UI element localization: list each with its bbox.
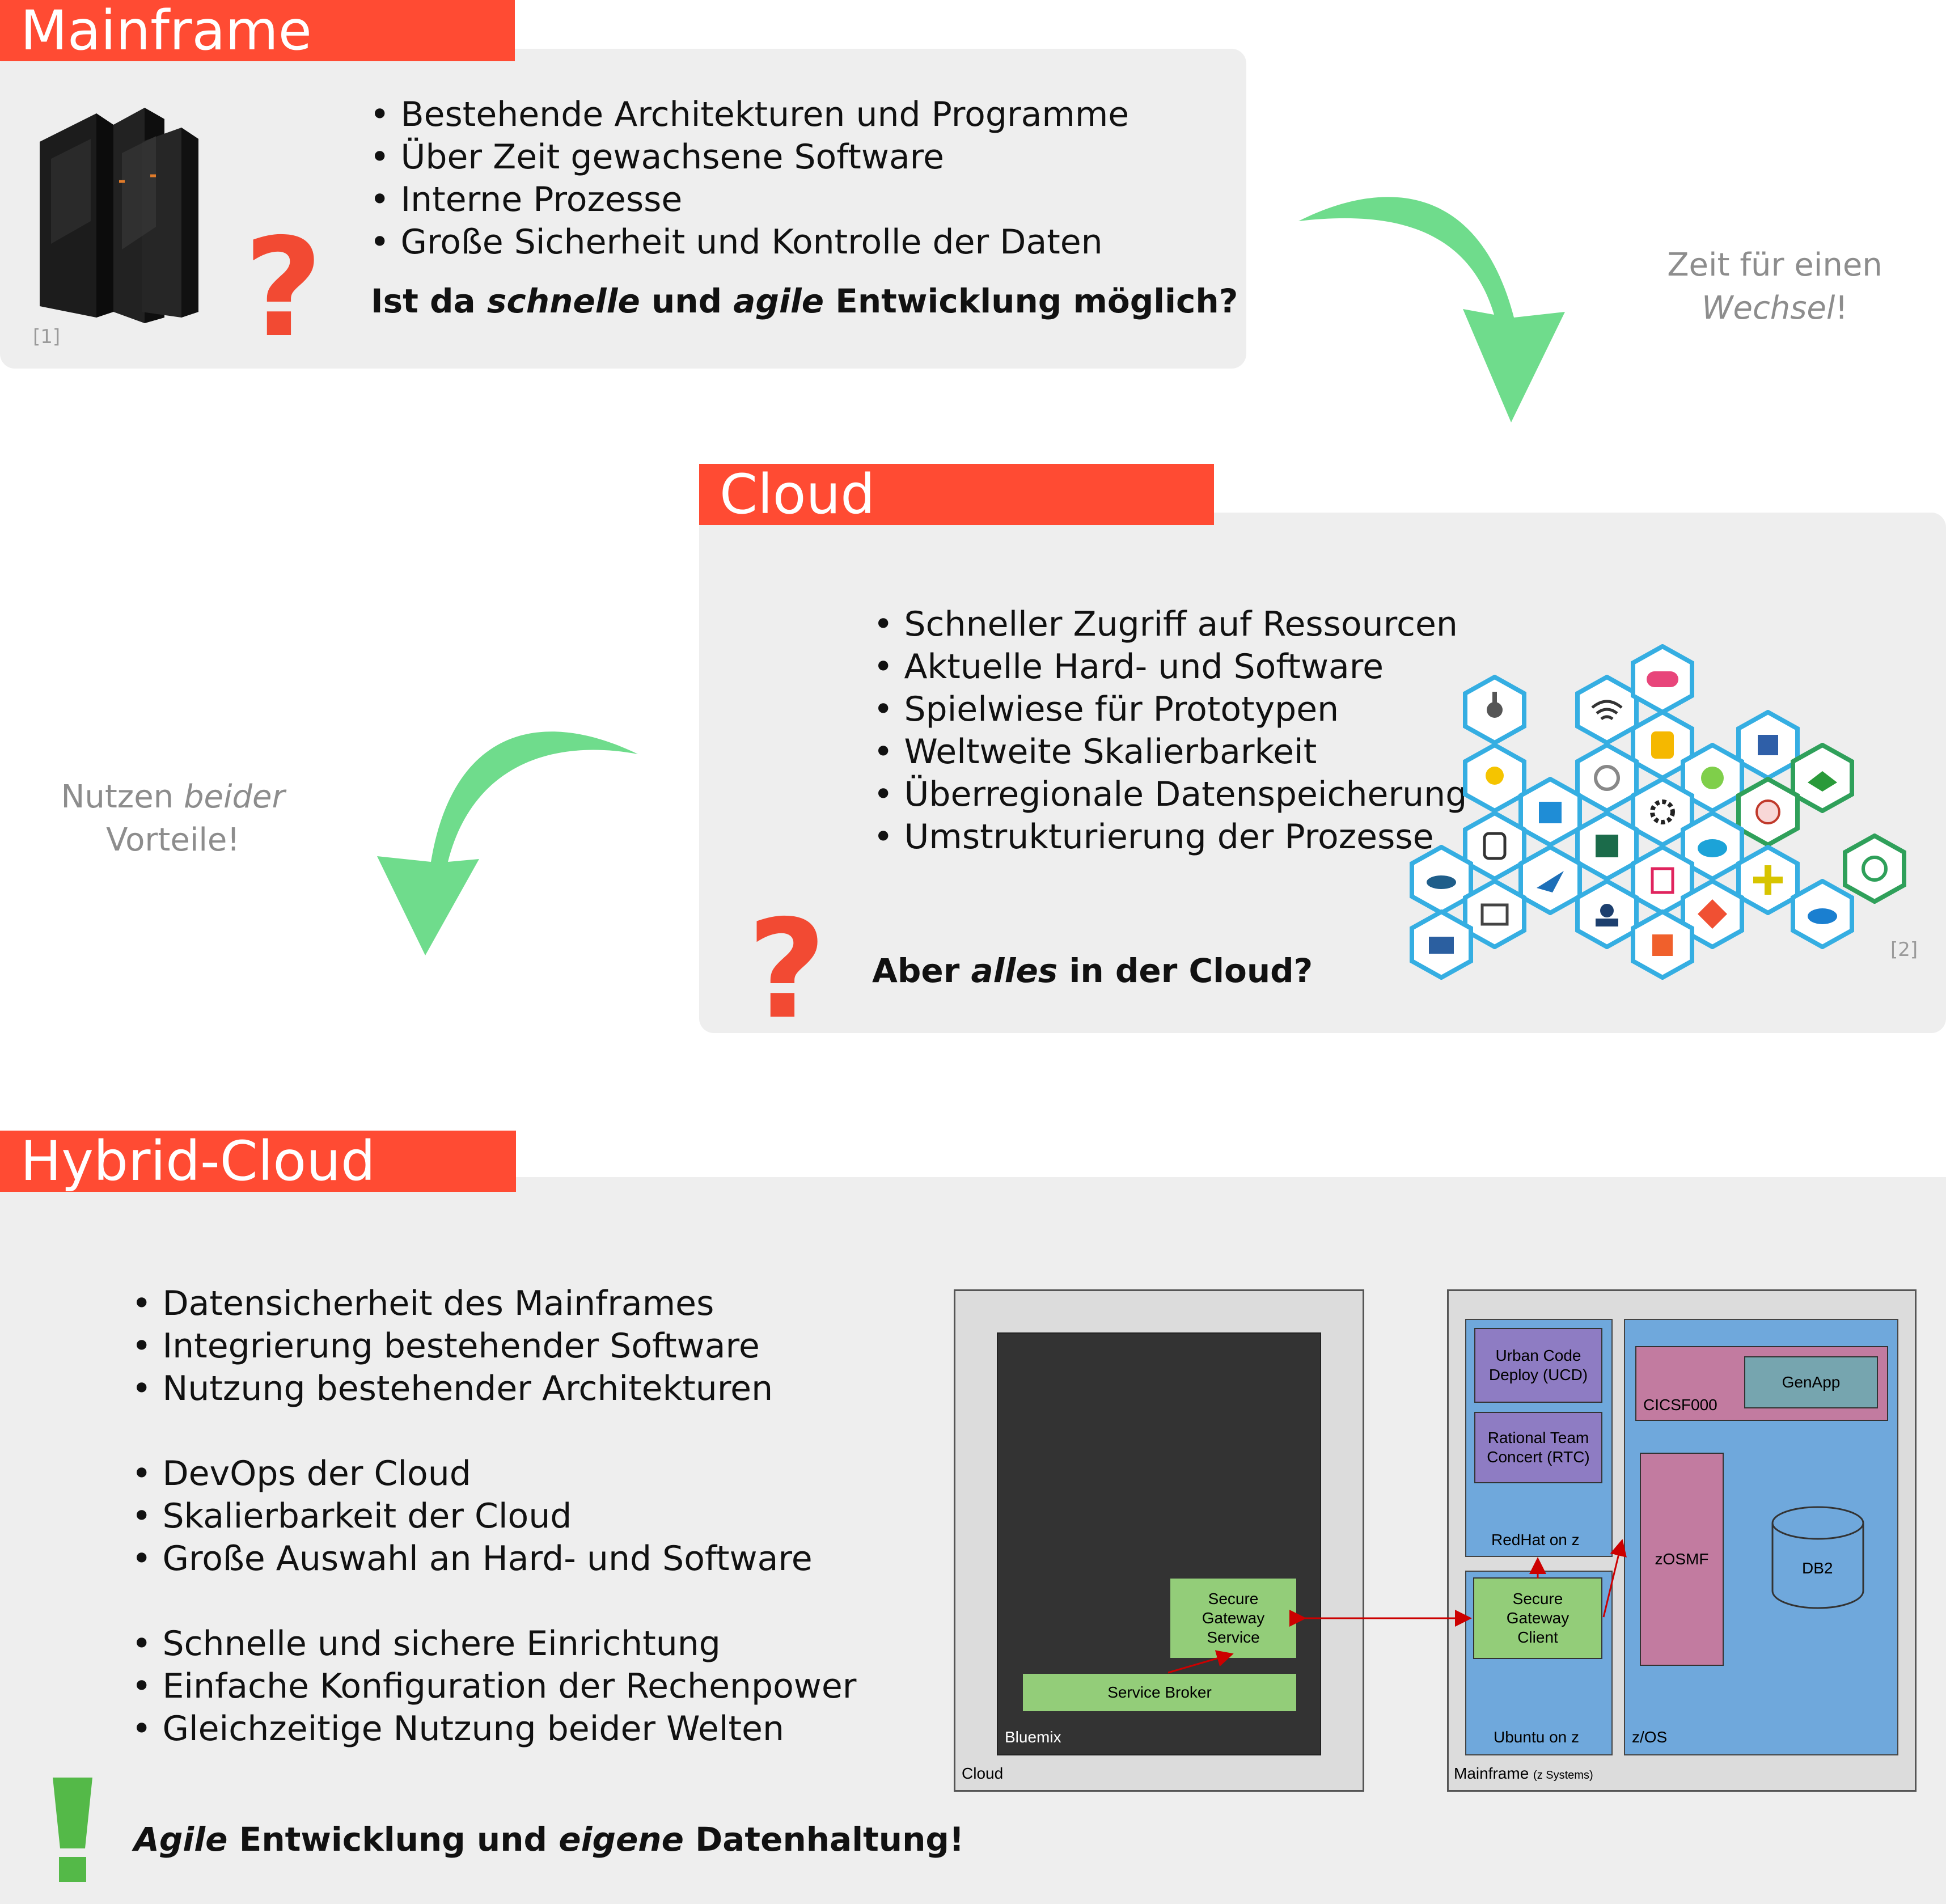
zosmf-box: zOSMF [1640, 1453, 1724, 1666]
cloud-bullet-list: • Schneller Zugriff auf Ressourcen • Akt… [873, 603, 1467, 858]
exclamation-icon [53, 1778, 92, 1882]
question-mark-icon: ? [747, 890, 827, 1049]
secure-gateway-service: Secure Gateway Service [1169, 1577, 1297, 1659]
capsule-icon [1631, 644, 1694, 714]
mainframe-bullet-list: • Bestehende Architekturen und Programme… [370, 94, 1129, 264]
mainframe-bullet: • Über Zeit gewachsene Software [370, 137, 944, 177]
stack-icon [1791, 743, 1854, 813]
hybrid-bullet: • Einfache Konfiguration der Rechenpower [132, 1666, 857, 1706]
cloud-container-label: Cloud [962, 1765, 1004, 1782]
cics-label: CICSF000 [1643, 1396, 1717, 1414]
blocks-icon [1410, 909, 1473, 980]
hybrid-conclusion: Agile Entwicklung und eigene Datenhaltun… [134, 1820, 964, 1859]
client-to-zos-arrow [1602, 1539, 1627, 1618]
hybrid-bullet: • Nutzung bestehender Architekturen [132, 1369, 773, 1408]
image-reference: [2] [1890, 938, 1918, 961]
connector-icon [1736, 845, 1800, 915]
cloud-bullet: • Aktuelle Hard- und Software [873, 647, 1384, 687]
circle-dots-icon [1736, 777, 1800, 847]
zos-label: z/OS [1632, 1728, 1668, 1746]
cloud-bullet: • Spielwiese für Prototypen [873, 689, 1339, 729]
speed-icon [1843, 833, 1906, 904]
cloud-question: Aber alles in der Cloud? [872, 951, 1313, 990]
layers-icon [1631, 909, 1694, 980]
cloud-icon [1681, 811, 1744, 881]
wifi-icon [1575, 675, 1639, 745]
hybrid-bullet-group-1: • Datensicherheit des Mainframes • Integ… [132, 1283, 773, 1410]
curved-arrow-down-left-icon [377, 731, 638, 955]
db2-label: DB2 [1802, 1559, 1833, 1577]
robot-icon [1575, 879, 1639, 949]
curved-arrow-down-right-icon [1298, 197, 1565, 422]
mainframe-bullet: • Bestehende Architekturen und Programme [370, 95, 1129, 134]
cloud-bullet: • Weltweite Skalierbarkeit [873, 732, 1317, 772]
question-mark-icon: ? [244, 209, 323, 367]
transition-caption-change: Zeit für einen Wechsel! [1667, 247, 1882, 327]
cloud-bullet: • Überregionale Datenspeicherung [873, 775, 1467, 814]
plug-icon [1463, 675, 1526, 745]
redhat-label: RedHat on z [1491, 1531, 1580, 1548]
rational-team-concert: Rational Team Concert (RTC) [1474, 1412, 1602, 1483]
hybrid-bullet: • DevOps der Cloud [132, 1454, 471, 1493]
transition-caption-benefits: Nutzen beider Vorteile! [61, 778, 285, 858]
lightbulb-icon [1463, 743, 1526, 813]
mainframe-server-image [40, 108, 198, 323]
service-broker: Service Broker [1022, 1673, 1297, 1712]
ubuntu-label: Ubuntu on z [1494, 1728, 1579, 1746]
db2-cylinder [1771, 1506, 1864, 1609]
cloud-bullet: • Schneller Zugriff auf Ressourcen [873, 604, 1458, 644]
mainframe-bullet: • Große Sicherheit und Kontrolle der Dat… [370, 222, 1103, 262]
hybrid-bullet: • Datensicherheit des Mainframes [132, 1284, 714, 1323]
hybrid-bullet: • Integrierung bestehender Software [132, 1326, 760, 1366]
mainframe-bullet: • Interne Prozesse [370, 180, 683, 219]
hybrid-title: Hybrid-Cloud [0, 1131, 516, 1192]
diagram-connectors [1167, 1539, 1627, 1674]
mainframe-title: Mainframe [0, 0, 515, 61]
cloud-bullet: • Umstrukturierung der Prozesse [873, 817, 1434, 857]
cloud-service-hexagon-cluster [1406, 641, 1917, 980]
wave-icon [1791, 879, 1854, 949]
cube-icon [1575, 811, 1639, 881]
image-reference: [1] [33, 325, 61, 348]
mainframe-container-label: Mainframe (z Systems) [1454, 1765, 1593, 1782]
dashboard-icon [1463, 879, 1526, 949]
analytics-icon [1575, 743, 1639, 813]
network-icon [1518, 845, 1582, 915]
cloud-title: Cloud [699, 464, 1214, 525]
hybrid-bullet-group-3: • Schnelle und sichere Einrichtung • Ein… [132, 1623, 856, 1750]
mainframe-question: Ist da schnelle und agile Entwicklung mö… [371, 282, 1238, 320]
hybrid-bullet: • Skalierbarkeit der Cloud [132, 1496, 572, 1536]
broker-to-service-arrow [1167, 1650, 1234, 1674]
bluemix-label: Bluemix [1005, 1728, 1061, 1746]
hybrid-bullet: • Schnelle und sichere Einrichtung [132, 1624, 721, 1664]
chart-icon [1518, 777, 1582, 847]
git-icon [1681, 879, 1744, 949]
genapp-box: GenApp [1744, 1356, 1878, 1408]
mainframe-panel [0, 49, 1246, 369]
urban-code-deploy: Urban Code Deploy (UCD) [1474, 1328, 1602, 1403]
hybrid-bullet: • Gleichzeitige Nutzung beider Welten [132, 1709, 784, 1749]
hybrid-bullet-group-2: • DevOps der Cloud • Skalierbarkeit der … [132, 1453, 813, 1580]
hybrid-bullet: • Große Auswahl an Hard- und Software [132, 1539, 813, 1579]
